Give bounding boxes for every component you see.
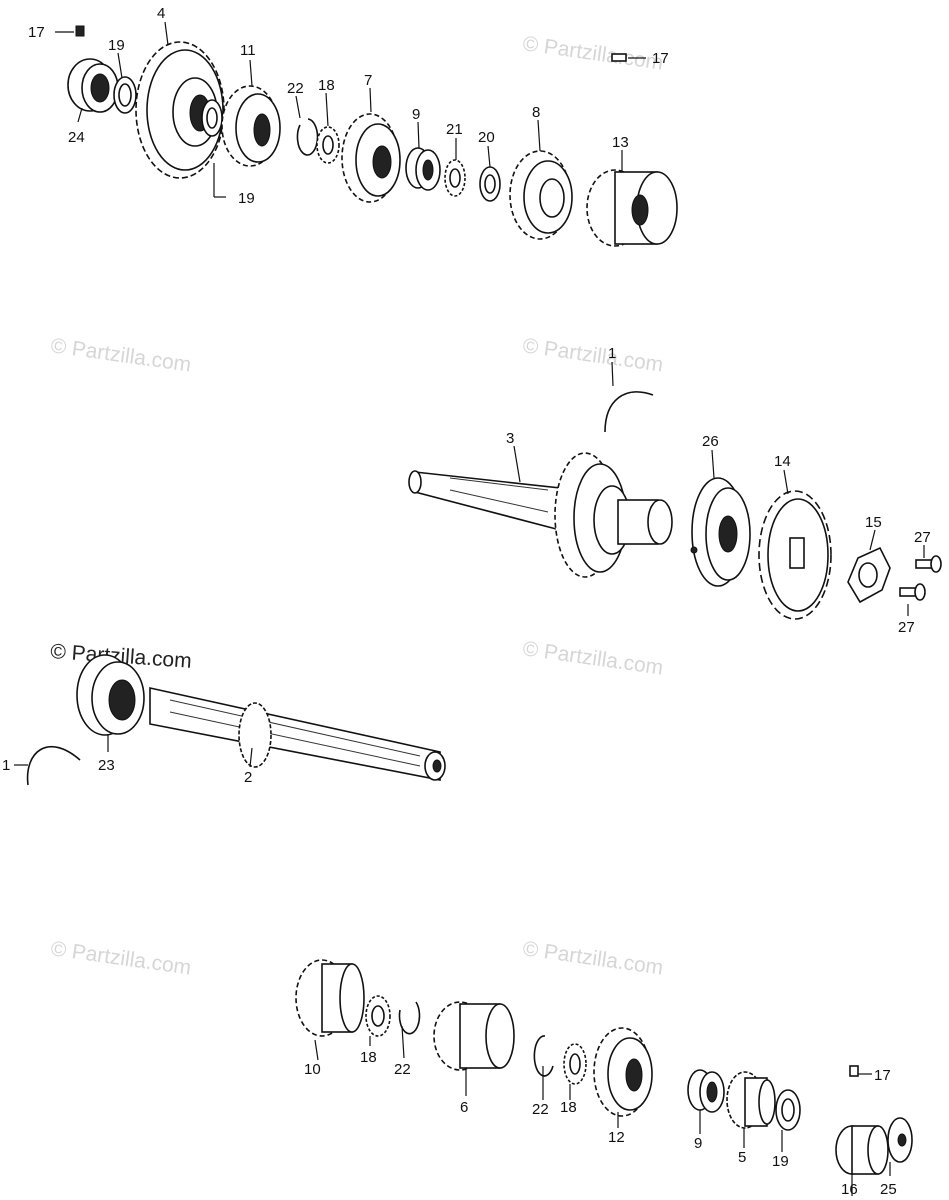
label-21: 21 [446,121,463,138]
label-22: 22 [532,1101,549,1118]
circlip-22-bottom-b [533,1035,554,1077]
plate-15 [847,546,891,604]
pin-17 [75,25,85,37]
washer-21 [444,159,466,197]
circlip-20 [479,166,501,202]
bushing-9-bottom [687,1069,725,1113]
washer-19-bottom [775,1089,801,1131]
gear-8 [509,150,573,240]
label-5: 5 [738,1149,746,1166]
washer-18-bottom-a [365,995,391,1037]
watermark: © Partzilla.com [49,937,192,979]
washer-25 [887,1117,913,1163]
leader-lines-top [55,21,646,198]
label-24: 24 [68,129,85,146]
label-19: 19 [772,1153,789,1170]
label-16: 16 [841,1181,858,1198]
watermark: © Partzilla.com [49,334,192,376]
label-6: 6 [460,1099,468,1116]
leader-lines-shaft [14,734,253,768]
washer-18 [316,126,340,164]
label-9: 9 [412,106,420,123]
watermark: © Partzilla.com [521,937,664,979]
pin-17 [849,1065,859,1077]
bearing-16 [835,1125,889,1175]
label-26: 26 [702,433,719,450]
label-17: 17 [28,24,45,41]
gear-6 [433,1001,515,1071]
bearing-23 [76,654,145,736]
washer-19-inner [201,99,223,137]
bolt-27 [915,555,942,573]
pin-17 [611,53,627,62]
gear-5 [726,1071,776,1129]
label-18: 18 [560,1099,577,1116]
gear-7 [341,113,401,203]
gear-10 [295,959,365,1037]
watermark: © Partzilla.com [521,334,664,376]
label-22: 22 [287,80,304,97]
label-27: 27 [914,529,931,546]
shaft-2 [149,687,446,781]
watermark: © Partzilla.com [521,637,664,679]
gear-12 [593,1027,653,1117]
leader-lines-bottom [314,1025,891,1196]
label-19: 19 [238,190,255,207]
circlip-22-bottom-a [398,1001,421,1035]
washer-18-bottom-b [563,1043,587,1085]
label-1: 1 [608,345,616,362]
label-10: 10 [304,1061,321,1078]
label-17: 17 [652,50,669,67]
label-13: 13 [612,134,629,151]
label-17: 17 [874,1067,891,1084]
label-8: 8 [532,104,540,121]
label-4: 4 [157,5,165,22]
label-12: 12 [608,1129,625,1146]
gear-11 [221,85,281,167]
label-3: 3 [506,430,514,447]
washer-19 [113,76,137,114]
snap-ring-1-left [26,746,81,786]
circlip-22 [296,118,319,156]
collar-26 [690,477,751,587]
label-25: 25 [880,1181,897,1198]
label-11: 11 [240,42,256,59]
bushing-9 [405,147,441,191]
label-14: 14 [774,453,791,470]
label-9: 9 [694,1135,702,1152]
label-1: 1 [2,757,10,774]
sprocket-14 [758,490,832,620]
snap-ring-1-top [604,391,654,433]
label-20: 20 [478,129,495,146]
label-22: 22 [394,1061,411,1078]
label-19: 19 [108,37,125,54]
label-18: 18 [360,1049,377,1066]
label-2: 2 [244,769,252,786]
bolt-27-second [899,583,926,601]
gear-13 [586,169,678,247]
label-7: 7 [364,72,372,89]
label-27: 27 [898,619,915,636]
bearing-24 [67,58,119,113]
shaft-3 [408,452,673,578]
watermark: © Partzilla.com [521,32,664,74]
label-15: 15 [865,514,882,531]
label-23: 23 [98,757,115,774]
leader-lines-middle [513,361,925,616]
label-18: 18 [318,77,335,94]
